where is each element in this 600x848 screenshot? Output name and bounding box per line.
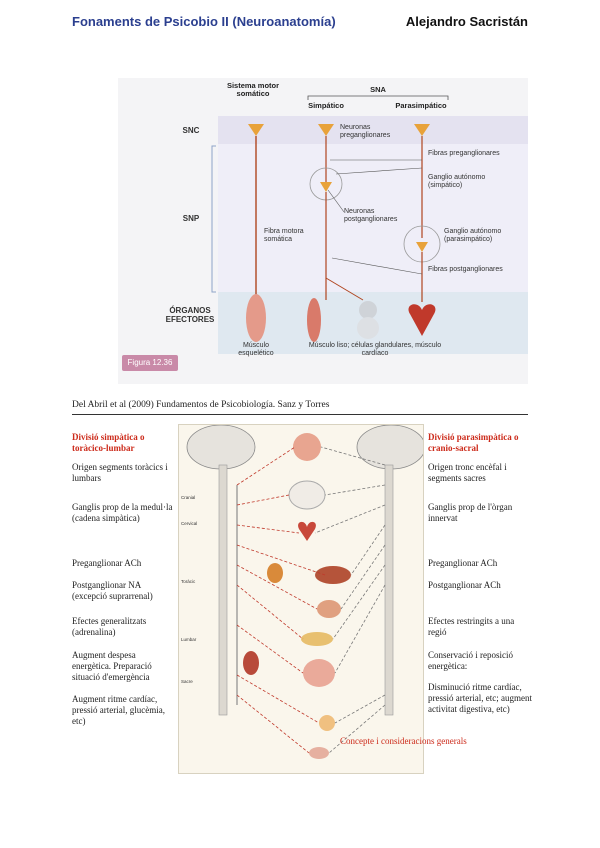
heart [298, 521, 316, 541]
symp-item: Origen segments toràcics i lumbars [72, 462, 168, 483]
stomach [317, 600, 341, 618]
figure-tag: Figura 12.36 [122, 355, 178, 371]
lungs [288, 480, 326, 510]
organ-label-smooth: Músculo liso; células glandulares, múscu… [308, 342, 442, 357]
band-snc [218, 116, 528, 144]
smooth-muscle [307, 298, 321, 342]
gland-cells [359, 301, 377, 319]
para-item: Disminució ritme cardíac, pressió arteri… [428, 682, 532, 714]
head-organ [293, 433, 321, 461]
row-label-snc: SNC [182, 126, 200, 135]
ann-pre-fibers: Fibras preganglionares [428, 150, 500, 157]
symp-item: Postganglionar NA (excepció suprarrenal) [72, 580, 153, 601]
spine-label: Sacre [181, 679, 193, 684]
para-item: Ganglis prop de l'òrgan innervat [428, 502, 513, 523]
sympathetic-heading: Divisió simpàtica o toràcico-lumbar [72, 432, 145, 453]
divisions-diagram [186, 425, 423, 759]
ann-post-neurons: Neuronas postganglionares [344, 208, 398, 223]
figure-divisions: Divisió simpàtica o toràcico-lumbar Orig… [72, 418, 532, 774]
label-parasympathetic: Parasimpático [395, 101, 447, 110]
liver [315, 566, 351, 584]
ann-motor-fiber: Fibra motora somática [264, 228, 304, 243]
schema-diagram [211, 95, 449, 342]
symp-item: Ganglis prop de la medul·la (cadena simp… [72, 502, 173, 523]
neuron-para-post [416, 242, 428, 252]
neuron-symp-post [320, 182, 332, 192]
brain-right [356, 425, 423, 470]
row-label-snp: SNP [182, 214, 200, 223]
brain-left [186, 425, 256, 470]
ann-para-ganglion: Ganglio autónomo (parasimpático) [444, 228, 502, 243]
figure-autonomic-schema: Sistema motor somático SNA Simpático Par… [118, 78, 528, 384]
organ-label-skeletal: Músculo esquelético [238, 342, 274, 357]
para-item: Postganglionar ACh [428, 580, 501, 590]
adrenal [267, 563, 283, 583]
neuron-para-pre [414, 124, 430, 136]
para-item: Origen tronc encèfal i segments sacres [428, 462, 507, 483]
spine-label: Lumbar [181, 637, 197, 642]
label-sympathetic: Simpático [308, 101, 344, 110]
pancreas [301, 632, 333, 646]
band-snp [218, 144, 528, 292]
genitals [309, 747, 329, 759]
bladder [319, 715, 335, 731]
para-item: Efectes restringits a una regió [428, 616, 515, 637]
ann-symp-ganglion: Ganglio autónomo (simpático) [428, 174, 486, 189]
para-item: Preganglionar ACh [428, 558, 498, 568]
heart-muscle [408, 304, 436, 336]
conclusion-caption: Concepte i consideracions generals [340, 736, 467, 746]
spine-label: Toràcic [181, 579, 196, 584]
spinal-cord-right [384, 464, 394, 716]
label-somatic: Sistema motor somático [226, 81, 280, 98]
row-label-organs: ÓRGANOS EFECTORES [165, 306, 215, 324]
diagram-body: Cranial Cervical Toràcic Lumbar Sacre [178, 424, 424, 774]
spine-label: Cervical [181, 521, 198, 526]
neuron-symp-pre [318, 124, 334, 136]
symp-item: Preganglionar ACh [72, 558, 142, 568]
ann-post-fibers: Fibras postganglionares [428, 266, 503, 273]
spinal-cord-left [218, 464, 228, 716]
header-title: Fonaments de Psicobio II (Neuroanatomía) [72, 14, 336, 29]
header-author: Alejandro Sacristán [405, 14, 528, 29]
symp-item: Augment ritme cardíac, pressió arterial,… [72, 694, 165, 726]
ann-pre-neurons: Neuronas preganglionares [340, 124, 391, 139]
skeletal-muscle [246, 294, 266, 342]
divider [72, 414, 528, 415]
label-sna: SNA [370, 85, 386, 94]
symp-item: Augment despesa energètica. Preparació s… [72, 650, 152, 682]
kidney [243, 651, 259, 675]
parasympathetic-heading: Divisió parasimpàtica o cranio-sacral [428, 432, 519, 453]
spine-label: Cranial [181, 495, 196, 500]
para-item: Conservació i reposició energètica: [428, 650, 513, 671]
neuron-somatic [248, 124, 264, 136]
symp-item: Efectes generalitzats (adrenalina) [72, 616, 147, 637]
intestine [303, 659, 335, 687]
citation: Del Abril et al (2009) Fundamentos de Ps… [72, 400, 330, 410]
